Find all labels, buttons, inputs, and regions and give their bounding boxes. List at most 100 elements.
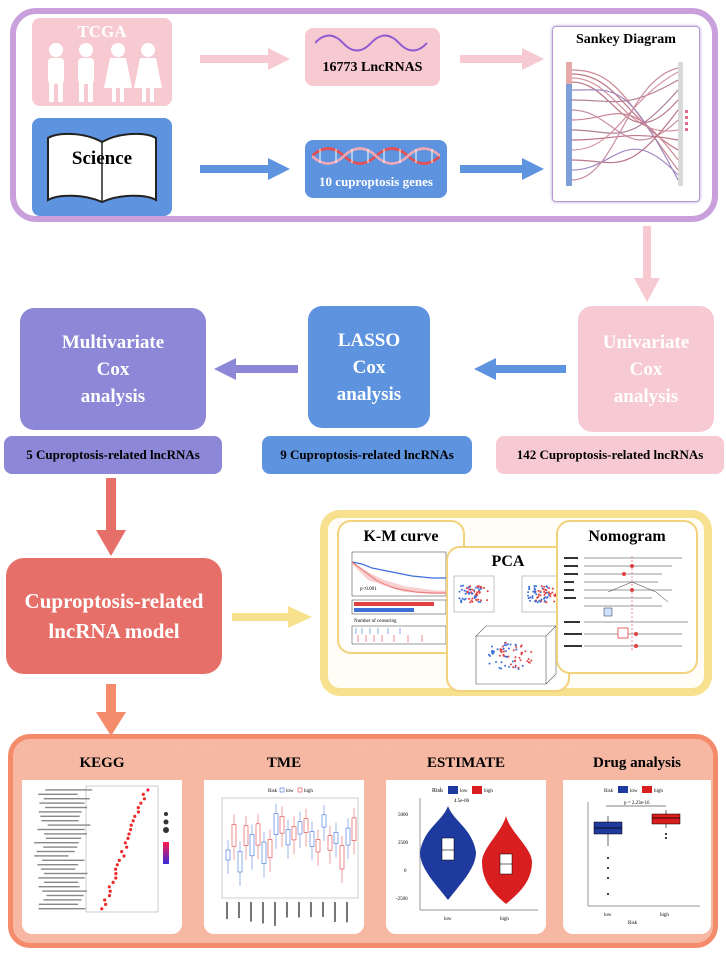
tme-box [291,826,297,841]
tme-boxplot: Risk low high [221,787,359,926]
pca-point [514,644,517,646]
pca-point [528,588,531,591]
pca-point [462,584,464,587]
svg-text:low: low [604,913,612,918]
kegg-term-label [46,894,84,897]
pca-point [542,588,545,591]
kegg-dot [146,788,150,792]
pca-point [544,596,546,599]
pca-point [546,586,549,589]
svg-text:low: low [286,789,294,794]
pca-point [544,592,547,595]
arrow-down-icon [96,684,126,736]
kegg-term-label [40,868,76,870]
pca-point [500,648,503,651]
tme-box [285,829,291,846]
pca-point [471,588,474,591]
tme-x-label [310,902,312,918]
pca-point [533,585,536,587]
count-142-label: 142 Cuproptosis-related lncRNAs [496,436,724,474]
pca-point [519,659,522,662]
pca-point [491,652,494,655]
pca-point [527,591,530,594]
pca-point [464,592,467,595]
kegg-term-label [43,846,78,848]
sankey-title: Sankey Diagram [576,32,676,47]
arrow-right-icon [460,158,544,180]
pca-point [468,592,471,594]
pca-point [548,593,551,596]
pca-point [504,641,507,644]
tme-box [321,814,327,828]
pca-card [446,546,570,692]
kegg-term-label [38,811,82,813]
tme-x-label [286,902,288,918]
pca-point [521,664,524,667]
pca-point [473,590,476,593]
nomogram-card [556,520,698,674]
pca-point [493,650,496,653]
svg-text:high: high [500,917,509,922]
kegg-dot [123,841,127,845]
kegg-dot [111,880,115,884]
pca-point [533,587,536,590]
kegg-term-label [38,877,85,879]
tme-box [351,817,357,841]
kegg-term-label [36,850,75,853]
svg-text:5000: 5000 [398,813,409,818]
svg-text:p<0.001: p<0.001 [360,587,377,592]
pca-point [491,645,493,648]
tme-box [231,824,237,847]
pca-point [491,651,493,654]
kegg-dot [120,850,124,854]
pca-point [537,589,540,592]
tcga-label: TCGA [77,22,127,41]
kegg-term-label [38,886,80,888]
pca-point [539,594,542,597]
tme-box [267,839,273,859]
tme-x-label [262,902,264,924]
kegg-term-label [34,855,69,857]
kegg-dot [129,823,133,827]
kegg-term-label [45,789,93,791]
tme-box [243,825,249,846]
pca-point [463,589,466,592]
pca-point [546,591,549,594]
pca-point [483,586,485,589]
pca-point [546,596,549,599]
pca-point [463,598,466,601]
pca-point [528,661,531,664]
tme-box [249,834,255,857]
arrow-right-icon [232,606,312,628]
tme-box [339,845,345,870]
sankey-diagram [566,62,688,186]
tme-box [327,835,333,851]
drug-boxplot: Risk low high p = 2.23e-16 low high Risk [587,786,700,926]
pca-point [530,650,533,653]
svg-text:high: high [654,789,663,794]
tme-x-label [298,902,300,918]
pca-point [507,647,510,650]
kegg-dot [126,836,130,840]
kegg-dot [133,814,137,818]
pca-point [543,585,546,588]
kegg-term-label [37,864,79,866]
svg-text:low: low [630,789,638,794]
arrow-down-icon [96,478,126,556]
pca-point [465,587,468,590]
pca-point [488,662,491,665]
pca-point [498,654,501,657]
pca-point [479,587,482,590]
pca-point [521,651,524,654]
kegg-term-label [43,881,79,883]
kegg-term-label [37,828,85,831]
kegg-dot [127,832,131,836]
pca-point [527,594,529,597]
svg-text:4.5e-06: 4.5e-06 [454,799,470,804]
pca-point [514,666,517,669]
pca-point [475,599,478,602]
pca-point [460,588,463,591]
people-icon [48,43,162,102]
